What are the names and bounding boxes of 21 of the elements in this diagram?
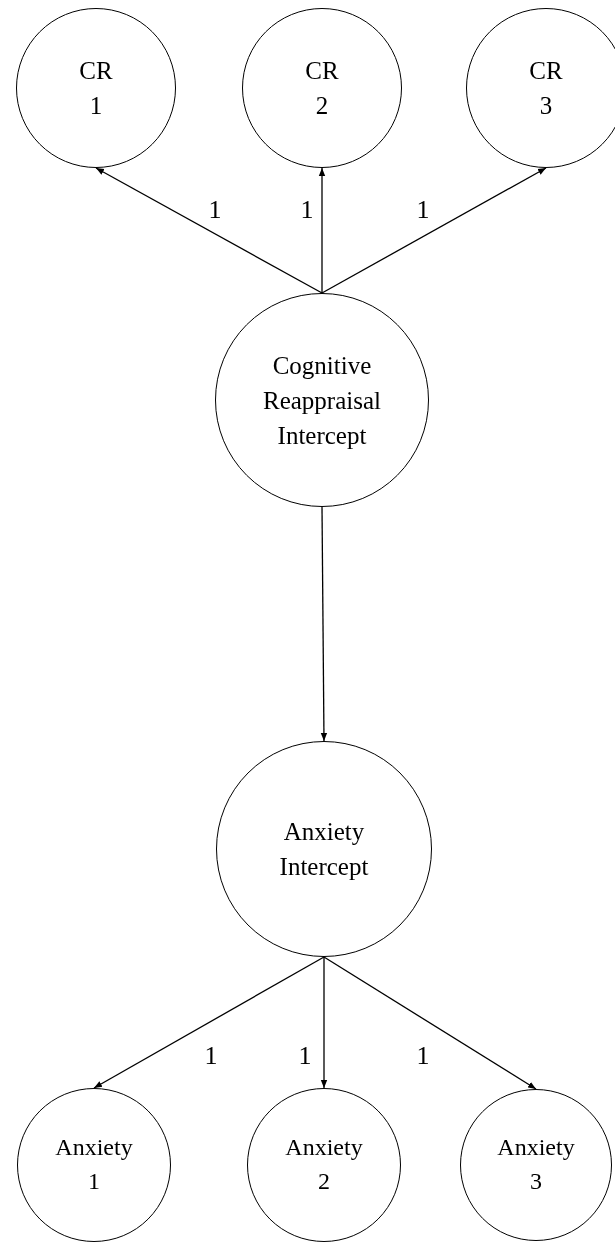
edge-label: 1	[204, 1043, 218, 1069]
node-label: CR 3	[529, 56, 563, 121]
node-label: Cognitive Reappraisal Intercept	[263, 350, 381, 451]
edge-label: 1	[208, 197, 222, 223]
arrow	[93, 956, 325, 1089]
node-label: CR 2	[305, 56, 339, 121]
edge-label: 1	[416, 197, 430, 223]
arrow	[323, 956, 537, 1090]
arrow	[321, 167, 547, 294]
edge-label: 1	[300, 197, 314, 223]
edge-label: 1	[416, 1043, 430, 1069]
node-label: Anxiety 2	[285, 1133, 363, 1196]
arrow	[320, 956, 328, 1089]
arrow	[320, 506, 328, 742]
node-label: CR 1	[79, 56, 113, 121]
arrow	[95, 167, 323, 294]
edge-label: 1	[298, 1043, 312, 1069]
node-label: Anxiety 1	[55, 1133, 133, 1196]
node-label: Anxiety Intercept	[279, 817, 369, 882]
node-label: Anxiety 3	[497, 1133, 575, 1196]
arrow	[318, 167, 326, 294]
